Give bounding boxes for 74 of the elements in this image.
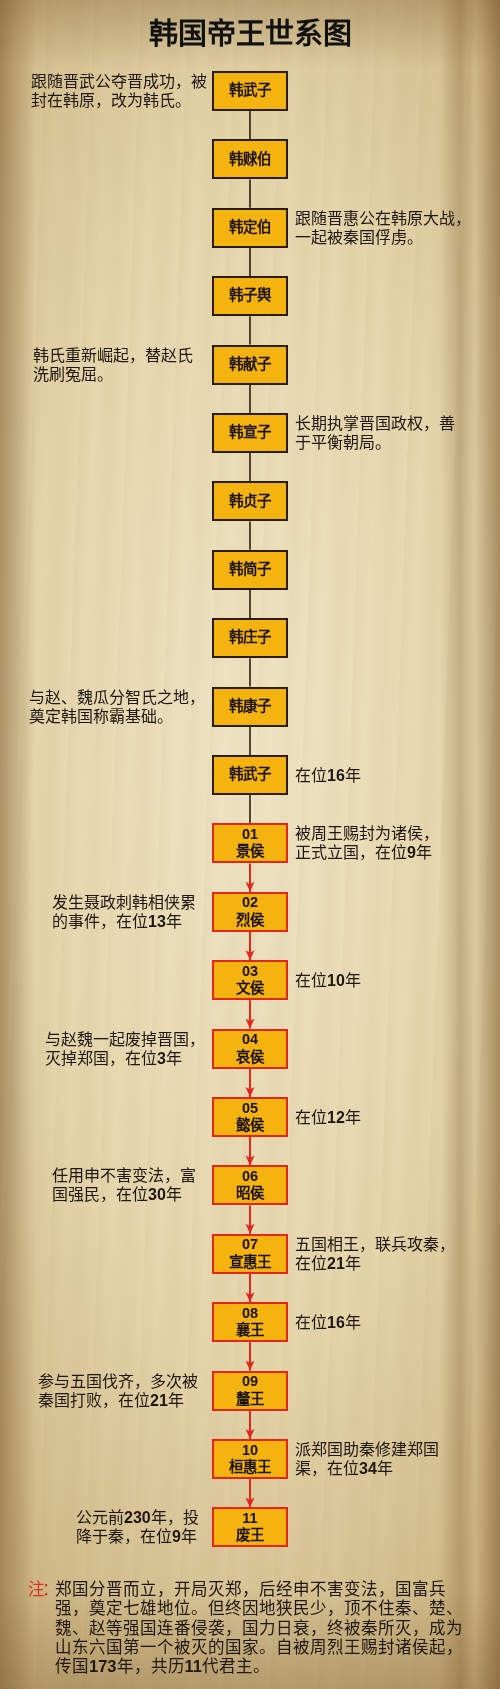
arrow bbox=[245, 1272, 255, 1304]
ruler-name: 襄王 bbox=[236, 1322, 264, 1340]
ruler-name: 韩赇伯 bbox=[229, 150, 271, 169]
ruler-name: 韩康子 bbox=[229, 697, 271, 716]
ruler-number: 11 bbox=[242, 1509, 258, 1527]
ruler-name: 懿侯 bbox=[236, 1117, 264, 1135]
annotation-text: 与赵魏一起废掉晋国，灭掉郑国，在位3年 bbox=[45, 1029, 206, 1068]
connector-line bbox=[249, 725, 251, 756]
arrow bbox=[245, 862, 255, 893]
connector-line bbox=[249, 315, 251, 346]
ruler-name: 韩武子 bbox=[229, 766, 271, 784]
ruler-name: 文侯 bbox=[236, 980, 264, 998]
annotation-text: 在位12年 bbox=[295, 1107, 361, 1127]
annotation-text: 参与五国伐齐，多次被秦国打败，在位21年 bbox=[38, 1371, 199, 1410]
arrow bbox=[245, 999, 255, 1030]
ruler-name: 哀侯 bbox=[236, 1048, 264, 1067]
ruler-number: 05 bbox=[241, 1099, 259, 1116]
arrow bbox=[245, 930, 255, 962]
ruler-name: 韩庄子 bbox=[229, 629, 271, 647]
ruler-number: 09 bbox=[241, 1373, 259, 1391]
connector-line bbox=[249, 794, 251, 825]
connector-line bbox=[249, 520, 251, 551]
annotation-text: 在位16年 bbox=[295, 765, 361, 785]
ruler-name: 韩子舆 bbox=[229, 287, 271, 305]
annotation-text: 韩氏重新崛起，替赵氏洗刷冤屈。 bbox=[33, 345, 194, 384]
ruler-name: 韩武子 bbox=[229, 82, 271, 100]
annotation-text: 与赵、魏瓜分智氏之地，奠定韩国称霸基础。 bbox=[29, 687, 206, 726]
ruler-number: 02 bbox=[241, 894, 259, 912]
ruler-name: 韩献子 bbox=[229, 355, 271, 374]
annotation-text: 任用申不害变法，富国强民，在位30年 bbox=[52, 1166, 197, 1205]
note-paragraph: 郑国分晋而立，开局灭郑，后经申不害变法，国富兵强，奠定七雄地位。但终因地狭民少，顶不住秦、楚、魏、赵等强国连番侵袭，国力日衰，终被秦所灭，成为山东六国第一个被灭的国家。自被周烈王赐封诸侯起，传国173年，共历11代君主。 bbox=[55, 1580, 464, 1677]
annotation-text: 在位10年 bbox=[295, 970, 361, 990]
annotation-text: 长期执掌晋国政权，善于平衡朝局。 bbox=[295, 414, 456, 452]
ruler-name: 昭侯 bbox=[236, 1185, 264, 1203]
connector-line bbox=[249, 383, 251, 414]
ruler-name: 韩定伯 bbox=[229, 219, 271, 237]
ruler-name: 桓惠王 bbox=[229, 1459, 271, 1477]
arrow bbox=[245, 1067, 255, 1098]
annotation-text: 五国相王，联兵攻秦，在位21年 bbox=[295, 1234, 456, 1273]
connector-line bbox=[249, 657, 251, 688]
title: 韩国帝王世系图 bbox=[148, 19, 352, 49]
ruler-name: 景侯 bbox=[236, 843, 264, 861]
ruler-number: 03 bbox=[241, 962, 259, 980]
arrow bbox=[245, 1409, 255, 1440]
ruler-name: 韩宣子 bbox=[229, 424, 271, 442]
ruler-name: 宣惠王 bbox=[229, 1253, 271, 1272]
ruler-number: 06 bbox=[241, 1167, 259, 1185]
annotation-text: 发生聂政刺韩相侠累的事件，在位13年 bbox=[52, 892, 197, 931]
note-label: 注： bbox=[28, 1580, 56, 1600]
ruler-number: 01 bbox=[241, 825, 259, 843]
arrow bbox=[245, 1136, 255, 1167]
annotation-text: 在位16年 bbox=[295, 1312, 361, 1332]
ruler-name: 釐王 bbox=[236, 1390, 264, 1409]
ruler-name: 韩贞子 bbox=[229, 492, 271, 511]
connector-line bbox=[249, 589, 251, 619]
ruler-name: 废王 bbox=[236, 1527, 264, 1545]
ruler-number: 04 bbox=[241, 1031, 259, 1049]
annotation-text: 跟随晋惠公在韩原大战，一起被秦国俘虏。 bbox=[295, 208, 472, 247]
arrow bbox=[245, 1341, 255, 1372]
connector-line bbox=[249, 110, 251, 141]
ruler-number: 10 bbox=[241, 1441, 259, 1458]
connector-line bbox=[249, 178, 251, 209]
connector-line bbox=[249, 247, 251, 277]
ruler-number: 08 bbox=[241, 1304, 259, 1321]
annotation-text: 公元前230年，投降于秦，在位9年 bbox=[76, 1508, 200, 1547]
connector-line bbox=[249, 452, 251, 483]
ruler-number: 07 bbox=[241, 1236, 259, 1253]
arrow bbox=[245, 1478, 255, 1509]
arrow bbox=[245, 1204, 255, 1235]
ruler-name: 韩简子 bbox=[229, 561, 271, 579]
annotation-text: 跟随晋武公夺晋成功，被封在韩原，改为韩氏。 bbox=[31, 72, 208, 110]
ruler-name: 烈侯 bbox=[236, 911, 264, 930]
annotation-text: 派郑国助秦修建郑国渠，在位34年 bbox=[295, 1440, 440, 1478]
annotation-text: 被周王赐封为诸侯，正式立国，在位9年 bbox=[295, 824, 440, 863]
